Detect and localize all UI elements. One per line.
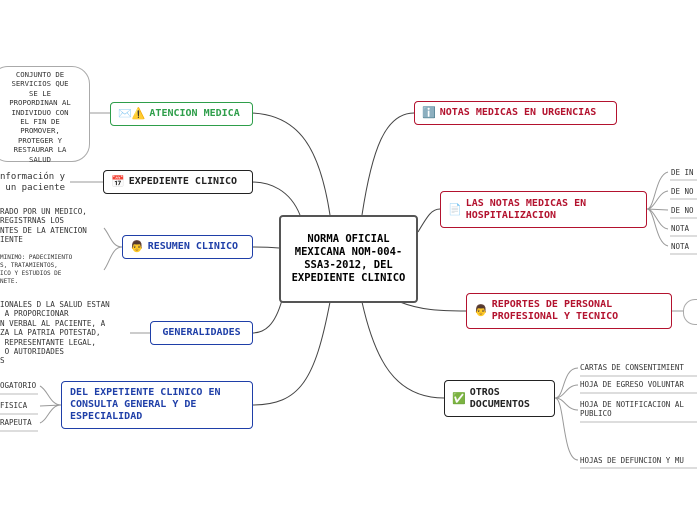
hosp-leaf-1[interactable]: DE IN <box>671 168 694 177</box>
otros-leaf-3[interactable]: HOJA DE NOTIFICACION AL PUBLICO <box>580 400 684 418</box>
hosp-leaf-2[interactable]: DE NO <box>671 187 694 196</box>
info-icon: ℹ️ <box>422 106 436 119</box>
consulta-node[interactable]: DEL EXPETIENTE CLINICO EN CONSULTA GENER… <box>61 381 253 429</box>
reportes-node[interactable]: 👨 REPORTES DE PERSONAL PROFESIONAL Y TEC… <box>466 293 672 329</box>
expediente-clinico-label: EXPEDIENTE CLINICO <box>128 176 238 187</box>
notas-urgencias-label: NOTAS MEDICAS EN URGENCIAS <box>439 107 597 118</box>
otros-documentos-label: OTROS DOCUMENTOS <box>469 386 530 410</box>
resumen-note[interactable]: RADO POR UN MEDICO, REGISTRNAS LOS NTES … <box>0 207 87 245</box>
notas-hospitalizacion-label: LAS NOTAS MEDICAS EN HOSPITALIZACION <box>465 197 587 221</box>
resumen-subnote[interactable]: MINIMO: PADECIMIENTO S, TRATAMIENTOS, IC… <box>0 254 73 285</box>
consulta-leaf-2[interactable]: FISICA <box>0 401 28 410</box>
person-icon: 👨 <box>130 240 144 253</box>
otros-leaf-1[interactable]: CARTAS DE CONSENTIMIENT <box>580 363 684 372</box>
notas-hospitalizacion-node[interactable]: 📄 LAS NOTAS MEDICAS EN HOSPITALIZACION <box>440 191 647 228</box>
hosp-leaf-3[interactable]: DE NO <box>671 206 694 215</box>
hosp-leaf-4[interactable]: NOTA <box>671 224 690 233</box>
consulta-label: DEL EXPETIENTE CLINICO EN CONSULTA GENER… <box>70 387 221 422</box>
envelope-warning-icon: ✉️⚠️ <box>118 107 146 120</box>
central-topic-label: NORMA OFICIAL MEXICANA NOM-004-SSA3-2012… <box>291 233 406 284</box>
generalidades-label: GENERALIDADES <box>162 327 241 338</box>
atencion-medica-label: ATENCION MEDICA <box>149 108 240 119</box>
otros-documentos-node[interactable]: ✅ OTROS DOCUMENTOS <box>444 380 555 417</box>
generalidades-node[interactable]: GENERALIDADES <box>150 321 253 345</box>
reportes-label: REPORTES DE PERSONAL PROFESIONAL Y TECNI… <box>491 299 619 322</box>
notas-urgencias-node[interactable]: ℹ️ NOTAS MEDICAS EN URGENCIAS <box>414 101 617 125</box>
atencion-medica-node[interactable]: ✉️⚠️ ATENCION MEDICA <box>110 102 253 126</box>
calendar-icon: 📅 <box>111 175 125 188</box>
document-icon: 📄 <box>448 202 462 216</box>
resumen-clinico-node[interactable]: 👨 RESUMEN CLINICO <box>122 235 253 259</box>
atencion-note[interactable]: CONJUNTO DE SERVICIOS QUE SE LE PROPORDI… <box>0 66 90 164</box>
person-icon: 👨 <box>474 304 488 317</box>
expediente-note[interactable]: nformación y un paciente <box>0 172 66 193</box>
expediente-clinico-node[interactable]: 📅 EXPEDIENTE CLINICO <box>103 170 253 194</box>
check-icon: ✅ <box>452 391 466 405</box>
otros-leaf-4[interactable]: HOJAS DE DEFUNCION Y MU <box>580 456 684 465</box>
consulta-leaf-1[interactable]: OGATORIO <box>0 381 37 390</box>
hosp-leaf-5[interactable]: NOTA <box>671 242 690 251</box>
consulta-leaf-3[interactable]: RAPEUTA <box>0 418 32 427</box>
central-topic[interactable]: NORMA OFICIAL MEXICANA NOM-004-SSA3-2012… <box>279 215 418 303</box>
generalidades-note[interactable]: IONALES D LA SALUD ESTAN A PROPORCIONAR … <box>0 300 110 366</box>
resumen-clinico-label: RESUMEN CLINICO <box>147 241 239 252</box>
otros-leaf-2[interactable]: HOJA DE EGRESO VOLUNTAR <box>580 380 684 389</box>
